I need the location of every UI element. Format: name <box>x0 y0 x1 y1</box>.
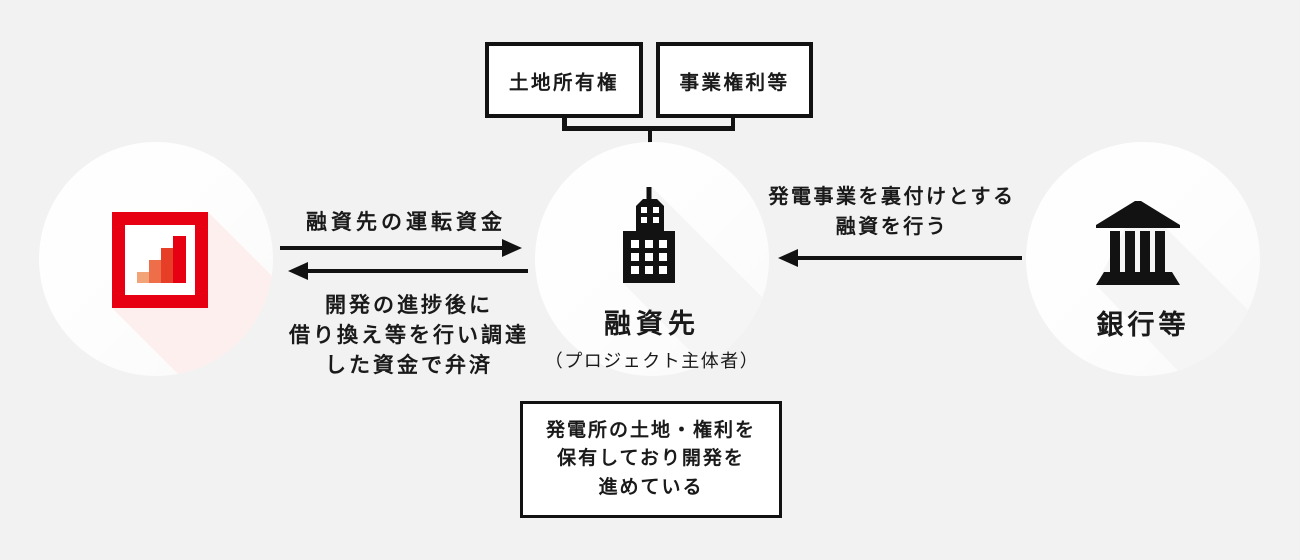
box-business-rights-label: 事業権利等 <box>679 71 790 94</box>
borrower-note-box: 発電所の土地・権利を 保有しており開発を 進めている <box>520 401 782 518</box>
loan-arrowhead <box>778 249 798 267</box>
operating-funds-arrow-line <box>280 246 504 250</box>
connector-stub-center <box>647 129 652 143</box>
box-business-rights: 事業権利等 <box>656 42 813 118</box>
logo-bar-2 <box>149 260 161 283</box>
box-land-ownership: 土地所有権 <box>485 42 643 118</box>
repayment-arrowhead <box>288 262 308 280</box>
bank-title: 銀行等 <box>1096 310 1190 340</box>
borrower-note-line3: 進めている <box>598 476 704 498</box>
connector-horizontal-line <box>562 126 735 131</box>
operating-funds-label: 融資先の運転資金 <box>306 211 506 234</box>
loan-label-line2: 融資を行う <box>835 216 949 238</box>
borrower-note-line1: 発電所の土地・権利を <box>545 419 756 441</box>
loan-arrow-line <box>796 256 1022 260</box>
operating-funds-arrowhead <box>502 239 522 257</box>
connector-stub-left <box>562 116 567 127</box>
bank-icon <box>1096 201 1180 285</box>
repayment-arrow-line <box>306 269 528 273</box>
borrower-title: 融資先 <box>604 309 700 339</box>
box-land-ownership-label: 土地所有権 <box>508 71 619 94</box>
bank-circle <box>1026 142 1260 376</box>
repayment-label: 開発の進捗後に 借り換え等を行い調達 した資金で弁済 <box>249 291 569 381</box>
logo-bar-3 <box>161 248 173 283</box>
repayment-label-line3: した資金で弁済 <box>325 354 493 377</box>
loan-label: 発電事業を裏付けとする 融資を行う <box>732 182 1052 242</box>
logo-bar-4 <box>173 236 186 283</box>
lender-circle <box>39 142 273 376</box>
connector-stub-right <box>730 116 735 127</box>
loan-label-line1: 発電事業を裏付けとする <box>768 186 1016 208</box>
repayment-label-line1: 開発の進捗後に <box>325 294 493 317</box>
logo-bar-1 <box>137 272 149 283</box>
borrower-note-line2: 保有しており開発を <box>557 448 745 470</box>
bank-long-shadow <box>1096 201 1260 376</box>
building-icon <box>623 187 675 283</box>
borrower-subtitle: （プロジェクト主体者） <box>544 351 760 371</box>
repayment-label-line2: 借り換え等を行い調達 <box>289 324 529 347</box>
borrower-circle <box>535 142 769 376</box>
